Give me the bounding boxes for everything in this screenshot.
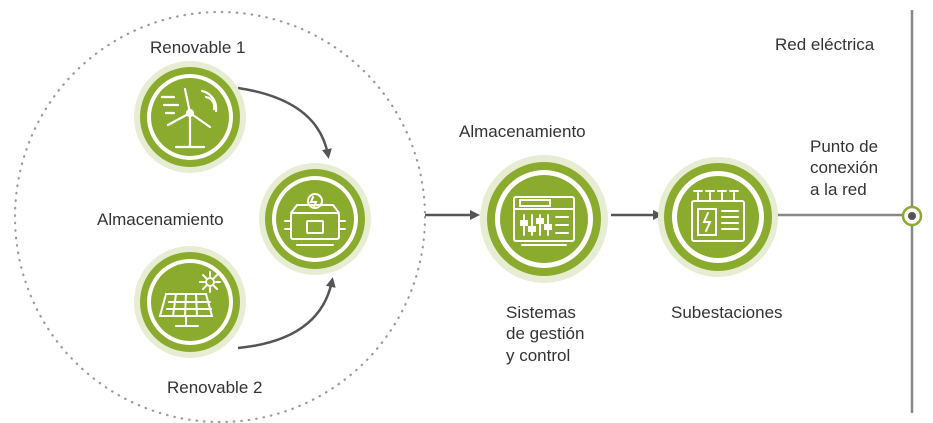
- node-almacenamiento-mid: [480, 155, 608, 283]
- label-sistemas-gestion-control: Sistemas de gestión y control: [506, 302, 626, 366]
- node-renovable-2: [134, 246, 246, 358]
- battery-storage-icon: [284, 193, 346, 246]
- arrow-renovable1-to-storage: [237, 86, 332, 159]
- label-red-electrica: Red eléctrica: [775, 35, 875, 54]
- label-subestaciones: Subestaciones: [671, 303, 783, 322]
- label-punto-line-2: conexión: [810, 158, 879, 178]
- dotted-boundary: [13, 10, 427, 423]
- label-renovable-2: Renovable 2: [167, 378, 263, 397]
- node-almacenamiento-left: [259, 163, 371, 275]
- control-panel-icon: [513, 196, 575, 246]
- label-punto-conexion: Punto de conexión a la red: [810, 136, 910, 200]
- connection-point: [901, 205, 923, 227]
- label-punto-line-3: a la red: [810, 179, 867, 199]
- wind-turbine-icon: [160, 87, 218, 149]
- node-renovable-1: [134, 61, 246, 173]
- label-punto-line-1: Punto de: [810, 137, 879, 156]
- solar-panel-icon: [158, 271, 221, 327]
- label-renovable-1: Renovable 1: [150, 38, 246, 57]
- label-sistemas-line-1: Sistemas: [506, 303, 576, 322]
- arrow-renovable2-to-storage: [237, 277, 336, 350]
- substation-icon: [691, 190, 745, 242]
- label-almacenamiento-mid: Almacenamiento: [459, 122, 586, 141]
- label-almacenamiento-left: Almacenamiento: [97, 210, 224, 229]
- label-sistemas-line-3: y control: [506, 345, 571, 365]
- label-sistemas-line-2: de gestión: [506, 324, 585, 344]
- node-subestaciones: [658, 157, 778, 277]
